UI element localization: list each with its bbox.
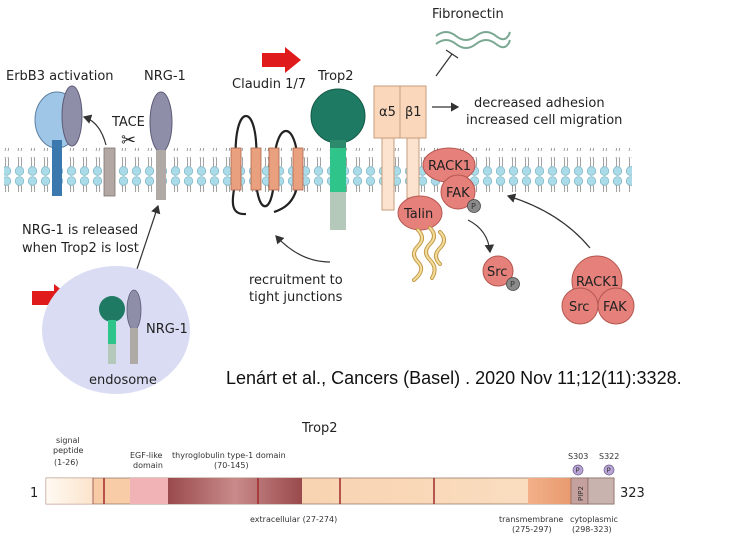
talin-label: Talin <box>403 207 433 222</box>
red-arrow-trop2 <box>262 47 301 73</box>
domain-map: Trop2 signal peptide (1-26) EGF-like dom… <box>30 421 645 534</box>
rack1-src-fak-complex <box>561 255 635 325</box>
transmembrane-label: transmembrane <box>499 515 563 524</box>
egf-label-2: domain <box>133 461 163 470</box>
endosome-trop2 <box>99 296 125 364</box>
endosome-nrg1-label: NRG-1 <box>146 322 188 337</box>
s322-phospho-icon <box>603 464 615 476</box>
s322-label: S322 <box>599 452 619 461</box>
actin-filaments <box>412 226 446 282</box>
increased-migration-label: increased cell migration <box>466 113 622 128</box>
scissors-icon: ✂ <box>121 130 136 151</box>
fak-protein <box>440 174 481 213</box>
complex-arrow <box>506 193 591 249</box>
recruitment-label-1: recruitment to <box>249 273 343 288</box>
tace-label: TACE <box>111 115 145 130</box>
cytoplasmic-label: cytoplasmic <box>570 515 618 524</box>
erbb3-receptor <box>34 85 83 196</box>
citation: Lenárt et al., Cancers (Basel) . 2020 No… <box>226 368 682 388</box>
trop2-protein <box>310 88 366 230</box>
complex-src-label: Src <box>569 300 589 315</box>
s303-p-label: P <box>576 467 580 475</box>
signal-peptide-range: (1-26) <box>54 458 78 467</box>
recruitment-arrow <box>275 235 331 263</box>
fak-label: FAK <box>446 186 470 201</box>
src-release-arrow <box>467 219 495 254</box>
erbb3-activation-label: ErbB3 activation <box>6 69 114 84</box>
egf-label-1: EGF-like <box>130 451 163 460</box>
rack1-label: RACK1 <box>428 159 471 174</box>
nrg1-label: NRG-1 <box>144 69 186 84</box>
nrg1-protein <box>149 91 173 200</box>
alpha5-label: α5 <box>379 105 396 120</box>
inhibition-line <box>435 53 453 77</box>
domain-start-label: 1 <box>30 486 38 501</box>
recruitment-label-2: tight junctions <box>249 290 343 305</box>
endosome-nrg1 <box>126 289 142 364</box>
integrin-beta1 <box>399 85 427 199</box>
transmembrane-range: (275-297) <box>512 525 552 534</box>
nrg1-released-label-1: NRG-1 is released <box>22 223 138 238</box>
complex-fak-label: FAK <box>603 300 627 315</box>
thyroglobulin-label: thyroglobulin type-1 domain <box>172 451 286 460</box>
claudin-label: Claudin 1/7 <box>232 77 306 92</box>
fibronectin-fiber <box>435 31 511 49</box>
claudin-loops <box>234 115 300 214</box>
complex-rack1-label: RACK1 <box>576 275 619 290</box>
cell-membrane <box>4 148 632 192</box>
tace-protein <box>103 147 116 197</box>
fibronectin-label: Fibronectin <box>432 7 504 22</box>
pip2-label: PIP2 <box>577 486 585 501</box>
inhibition-bar <box>445 49 459 59</box>
cytoplasmic-range: (298-323) <box>572 525 612 534</box>
domain-map-title: Trop2 <box>301 421 338 436</box>
beta1-label: β1 <box>405 105 422 120</box>
src-label: Src <box>487 265 507 280</box>
endosome-label: endosome <box>89 373 157 388</box>
s303-label: S303 <box>568 452 588 461</box>
signal-peptide-label-1: signal <box>56 436 80 445</box>
decreased-adhesion-label: decreased adhesion <box>474 96 605 111</box>
signal-peptide-label-2: peptide <box>53 446 84 455</box>
domain-end-label: 323 <box>620 486 645 501</box>
extracellular-label: extracellular (27-274) <box>250 515 337 524</box>
src-protein <box>482 255 520 291</box>
s322-p-label: P <box>607 467 611 475</box>
nrg1-released-label-2: when Trop2 is lost <box>22 241 139 256</box>
nrg1-release-arrow <box>135 204 161 273</box>
release-arrow <box>82 114 107 146</box>
s303-phospho-icon <box>572 464 584 476</box>
trop2-label: Trop2 <box>317 69 354 84</box>
claudin-segments <box>230 147 304 191</box>
thyroglobulin-range: (70-145) <box>214 461 249 470</box>
src-phospho-label: P <box>510 280 515 289</box>
fak-phospho-label: P <box>471 202 476 211</box>
